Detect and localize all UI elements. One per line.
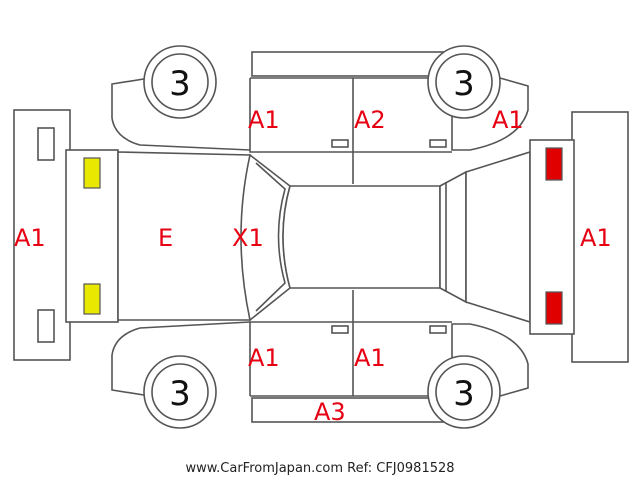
bottom-door-outline	[249, 321, 452, 396]
bottom-rear-door-handle	[429, 325, 447, 334]
top-rear-quarter-outline	[451, 77, 529, 151]
label-left-front-fender: A1	[248, 106, 280, 134]
rear-bumper	[571, 111, 629, 363]
label-left-rear-quarter: A1	[492, 106, 524, 134]
bottom-front-door-handle	[331, 325, 349, 334]
wheel-rear-right-grade: 3	[453, 374, 475, 414]
headlight-right	[83, 283, 101, 315]
bottom-front-fender-outline	[111, 355, 151, 397]
wheel-rear-left: 3	[427, 45, 501, 119]
top-front-fender-outline	[111, 77, 151, 118]
label-left-front-door: A2	[354, 106, 386, 134]
front-bumper-tab-bottom	[37, 309, 55, 343]
label-hood: E	[158, 224, 173, 252]
taillight-right	[545, 291, 563, 325]
label-right-front-door: A1	[354, 344, 386, 372]
top-front-fender-lower	[111, 117, 251, 151]
wheel-rear-right: 3	[427, 355, 501, 429]
label-front-bumper: A1	[14, 224, 46, 252]
label-windshield: X1	[232, 224, 264, 252]
bottom-front-fender-upper	[111, 321, 251, 356]
label-right-side-sill: A3	[314, 398, 346, 426]
wheel-front-right-grade: 3	[169, 374, 191, 414]
roof	[282, 185, 441, 289]
top-side-sill	[251, 51, 451, 77]
wheel-front-right: 3	[143, 355, 217, 429]
label-rear-bumper: A1	[580, 224, 612, 252]
hood	[117, 151, 251, 321]
taillight-left	[545, 147, 563, 181]
trunk-lid	[465, 150, 531, 324]
top-door-outline	[249, 78, 452, 153]
bottom-rear-quarter-outline	[451, 323, 529, 397]
top-front-door-handle	[331, 139, 349, 148]
wheel-rear-left-grade: 3	[453, 64, 475, 104]
rear-window	[439, 170, 467, 304]
windshield-inner	[255, 162, 286, 312]
bottom-side-sill	[251, 397, 451, 423]
label-right-front-fender: A1	[248, 344, 280, 372]
wheel-front-left-grade: 3	[169, 64, 191, 104]
headlight-left	[83, 157, 101, 189]
watermark-text: www.CarFromJapan.com Ref: CFJ0981528	[185, 461, 454, 476]
top-rear-door-handle	[429, 139, 447, 148]
wheel-front-left: 3	[143, 45, 217, 119]
front-bumper-tab-top	[37, 127, 55, 161]
